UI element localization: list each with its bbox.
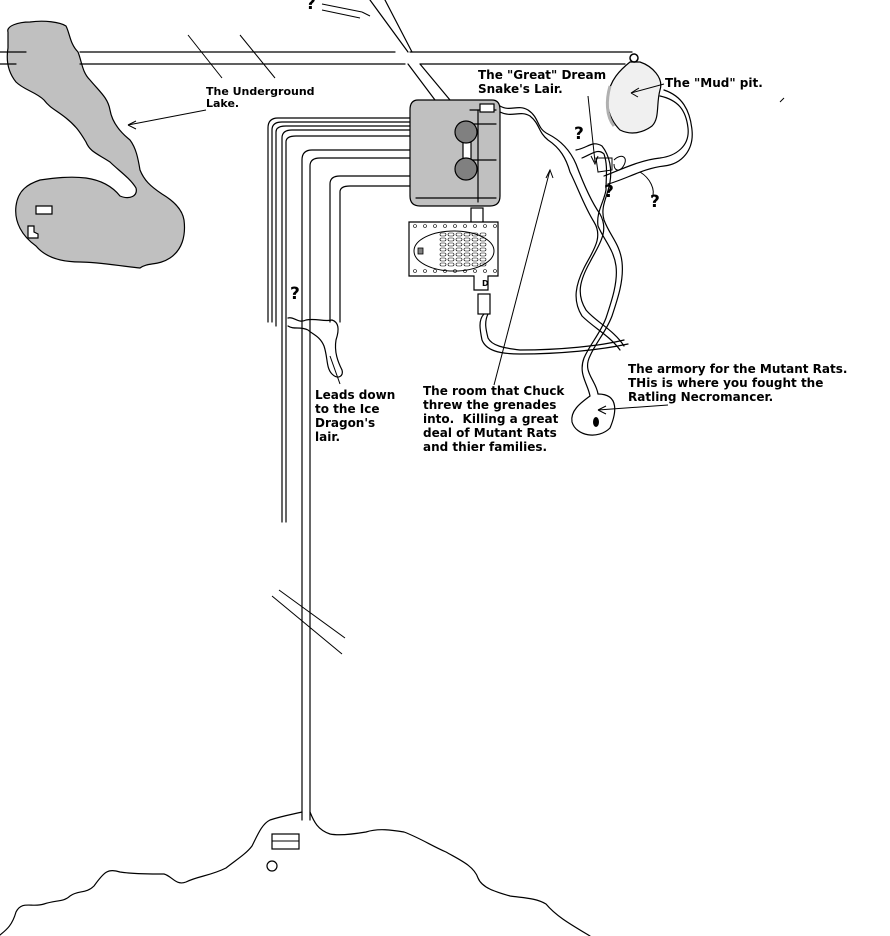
grenade-cell	[471, 252, 479, 257]
grenade-cell	[439, 237, 447, 242]
grenade-cell	[463, 242, 471, 247]
grenade-cell	[463, 252, 471, 257]
rivet	[483, 224, 487, 228]
grenade-cell	[463, 262, 471, 267]
grenade-cell	[463, 257, 471, 262]
label-arrows	[127, 83, 785, 415]
rivet	[473, 224, 477, 228]
grenade-cell	[479, 242, 487, 247]
grenade-cell	[455, 262, 463, 267]
rivet	[493, 269, 497, 273]
rivet	[423, 269, 427, 273]
rivet	[473, 269, 477, 273]
label-grenade-room: The room that Chuck threw the grenades i…	[423, 384, 565, 454]
label-mud-pit: The "Mud" pit.	[665, 76, 763, 90]
grenade-cell	[463, 247, 471, 252]
grenade-cell	[447, 247, 455, 252]
rivet	[483, 269, 487, 273]
rivet	[423, 224, 427, 228]
grenade-cell	[455, 232, 463, 237]
grenade-cell	[479, 247, 487, 252]
grenade-cell	[447, 262, 455, 267]
dock-icon	[27, 225, 39, 239]
south-corridor-crossing	[271, 589, 346, 655]
rivet	[433, 224, 437, 228]
rivet	[463, 269, 467, 273]
grenade-cell	[447, 242, 455, 247]
grenade-cell	[455, 242, 463, 247]
grenade-cell	[439, 257, 447, 262]
grenade-cell	[479, 232, 487, 237]
boat-icon	[35, 205, 53, 215]
grenade-cell	[455, 237, 463, 242]
unknown-marker: ?	[650, 192, 660, 212]
console-icon	[417, 247, 424, 255]
label-dream-snake-lair: The "Great" Dream Snake's Lair.	[478, 68, 607, 96]
grenade-cell	[471, 237, 479, 242]
grenade-cell	[479, 262, 487, 267]
necromancer-marker	[593, 417, 599, 427]
label-ice-dragon-passage: Leads down to the Ice Dragon's lair.	[315, 388, 396, 444]
grenade-cell	[463, 232, 471, 237]
grenade-cell	[447, 237, 455, 242]
grenade-cell	[479, 237, 487, 242]
grenade-cell	[447, 252, 455, 257]
grenade-cell	[463, 237, 471, 242]
rivet	[493, 224, 497, 228]
surface-terrain	[0, 811, 591, 936]
grenade-cell	[471, 262, 479, 267]
underground-lake	[6, 20, 186, 269]
rivet	[453, 269, 457, 273]
grenade-cell	[471, 257, 479, 262]
mud-pit	[605, 53, 662, 134]
door-letter: D	[482, 279, 489, 288]
rivet	[413, 269, 417, 273]
rivet	[433, 269, 437, 273]
winding-tunnels	[499, 89, 693, 436]
grenade-cell	[471, 247, 479, 252]
rivet	[443, 224, 447, 228]
party-marker-icon	[266, 860, 278, 872]
grenade-cell	[439, 232, 447, 237]
unknown-marker: ?	[290, 284, 300, 304]
grenade-cell	[439, 262, 447, 267]
rivet	[463, 224, 467, 228]
snake-lair-room	[409, 99, 501, 225]
grenade-cell	[439, 252, 447, 257]
grenade-cell	[455, 257, 463, 262]
mud-pit-entrance-icon	[629, 53, 639, 63]
grenade-cell	[455, 252, 463, 257]
ice-dragon-passage	[287, 317, 343, 378]
label-underground-lake: The Underground Lake.	[206, 85, 315, 110]
grenade-cell	[447, 257, 455, 262]
unknown-marker: ?	[604, 182, 614, 202]
rivet	[413, 224, 417, 228]
grenade-room	[408, 221, 629, 355]
grenade-cell	[479, 257, 487, 262]
label-armory: The armory for the Mutant Rats. THis is …	[628, 362, 848, 404]
unknown-marker: ?	[574, 124, 584, 144]
rivet	[453, 224, 457, 228]
unknown-marker: ?	[306, 0, 316, 14]
grenade-cell	[471, 232, 479, 237]
rivet	[443, 269, 447, 273]
grenade-cell	[479, 252, 487, 257]
pipe-bundle	[267, 117, 411, 821]
main-corridor	[0, 0, 633, 101]
grenade-cell	[455, 247, 463, 252]
grenade-cell	[439, 247, 447, 252]
grenade-cell	[471, 242, 479, 247]
grenade-cell	[439, 242, 447, 247]
grenade-cell	[447, 232, 455, 237]
